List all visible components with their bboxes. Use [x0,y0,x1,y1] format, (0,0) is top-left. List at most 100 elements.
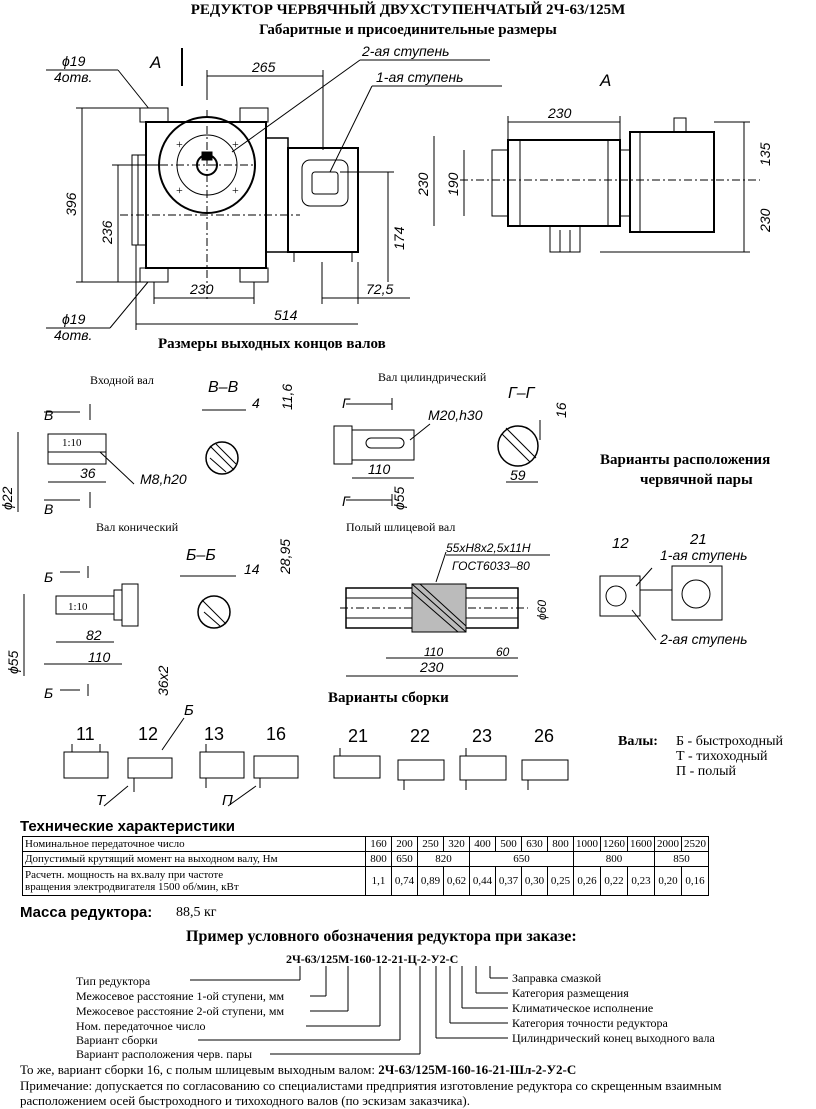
hole-bottom-count: 4отв. [54,327,92,343]
main-view-drawing: А ϕ19 4отв. + + + + 2-ая ступень 1-ая ст… [46,43,502,343]
power-cell: 0,16 [681,866,709,896]
order-left-label: Ном. передаточное число [76,1019,206,1033]
assembly-mark-b: Б [184,702,194,719]
input-section-label: В–В [208,379,239,396]
power-cell: 0,26 [573,866,601,896]
specs-table: Номинальное передаточное число 160 200 2… [22,836,709,896]
worm-variant-21: 21 [689,531,707,548]
cyl-cut-top: Г [342,395,351,411]
hollow-gost: ГОСТ6033–80 [452,559,530,573]
input-cut-bottom: В [44,501,53,517]
hollow-dim-230: 230 [419,659,444,675]
input-dim-11: 11,6 [279,384,295,410]
cyl-thread: M20,h30 [428,407,483,423]
cone-dim-55: ϕ55 [5,650,21,674]
specs-title: Технические характеристики [20,818,236,835]
shafts-title: Размеры выходных концов валов [158,336,386,352]
view-a-side-label: А [599,71,611,90]
power-cell: 0,44 [469,866,496,896]
assembly-variant-26: 26 [534,726,555,746]
order-example-code: 2Ч-63/125М-160-16-21-Шл-2-У2-С [378,1062,577,1077]
input-shaft-label: Входной вал [90,373,154,387]
shaft-p-legend: П - полый [676,764,736,779]
assembly-variant-12: 12 [138,724,159,744]
power-row-label: Расчетн. мощность на вх.валу при частоте… [22,866,366,896]
svg-text:+: + [232,183,239,197]
side-dim-230-top: 230 [547,105,572,121]
power-cell: 0,62 [443,866,470,896]
order-right-label: Заправка смазкой [512,971,602,985]
assembly-variant-21: 21 [348,726,369,746]
order-left-label: Межосевое расстояние 1-ой ступени, мм [76,989,285,1003]
order-left-label: Межосевое расстояние 2-ой ступени, мм [76,1004,285,1018]
assembly-variant-13: 13 [204,724,225,744]
input-thread: M8,h20 [140,471,187,487]
hollow-dim-60: ϕ60 [535,600,549,620]
side-dim-190: 190 [445,172,461,196]
cyl-dim-16: 16 [553,402,569,418]
ratio-cell: 1260 [600,836,628,852]
order-left-label: Вариант расположения черв. пары [76,1047,253,1061]
assembly-mark-p: П [222,792,233,809]
assembly-variant-16: 16 [266,724,287,744]
shaft-b-legend: Б - быстроходный [676,734,783,749]
mass-label: Масса редуктора: [20,904,153,921]
svg-text:+: + [176,183,183,197]
power-cell: 0,20 [654,866,682,896]
cone-dim-110: 110 [88,649,111,665]
worm-variants-title-1: Варианты расположения [600,452,771,468]
assembly-variant-23: 23 [472,726,493,746]
hole-top-count: 4отв. [54,69,92,85]
hole-bottom-diameter: ϕ19 [62,311,86,327]
cone-cut-bottom: Б [44,685,53,701]
hollow-spline: 55хН8х2,5х11Н [446,541,531,555]
cone-cut-top: Б [44,569,53,585]
cone-dim-82: 82 [86,627,102,643]
dim-72-5: 72,5 [366,281,393,297]
power-cell: 1,1 [365,866,392,896]
dim-396: 396 [63,192,79,216]
hollow-shaft-label: Полый шлицевой вал [346,520,456,534]
hollow-dim-60b: 60 [496,645,510,659]
cyl-shaft-label: Вал цилиндрический [378,370,487,384]
input-dim-36: 36 [80,465,96,481]
dim-236: 236 [99,220,115,245]
stage1-callout: 1-ая ступень [376,69,464,85]
cone-section-label: Б–Б [186,547,216,564]
order-title: Пример условного обозначения редуктора п… [186,928,577,945]
stage2-callout: 2-ая ступень [361,43,450,59]
ratio-cell: 250 [417,836,444,852]
note-line-2: расположением осей быстроходного и тихох… [20,1093,470,1108]
cone-shaft-label: Вал конический [96,520,179,534]
cone-dim-36: 36х2 [155,665,171,696]
cyl-dim-55: ϕ55 [391,486,407,510]
order-right-label: Цилиндрический конец выходного вала [512,1031,715,1045]
cone-taper: 1:10 [68,601,88,613]
input-cut-top: В [44,407,53,423]
view-a-label: А [149,53,161,72]
shaft-t-legend: Т - тихоходный [676,749,768,764]
document-subtitle: Габаритные и присоединительные размеры [259,22,557,38]
input-taper: 1:10 [62,437,82,449]
worm-variant-12: 12 [612,535,629,552]
assembly-title: Варианты сборки [328,690,449,706]
side-dim-230-left: 230 [415,172,431,197]
table-row: Расчетн. мощность на вх.валу при частоте… [22,866,709,896]
shafts-legend-label: Валы: [618,734,658,749]
cyl-dim-59: 59 [510,467,526,483]
cyl-section-label: Г–Г [508,385,536,402]
cyl-dim-110: 110 [368,461,391,477]
dim-230: 230 [189,281,214,297]
hollow-dim-110: 110 [424,645,443,659]
assembly-variant-11: 11 [76,724,95,744]
side-view-drawing: А 230 230 190 135 230 [415,71,773,253]
worm-variants-title-2: червячной пары [640,472,753,488]
order-right-label: Категория точности редуктора [512,1016,668,1030]
worm-stage1: 1-ая ступень [660,547,748,563]
dim-174: 174 [391,226,407,250]
order-code: 2Ч-63/125М-160-12-21-Ц-2-У2-С [286,952,459,966]
side-dim-230-right: 230 [757,208,773,233]
dim-514: 514 [274,307,298,323]
worm-variants-drawing: 12 21 1-ая ступень 2-ая ступень [599,531,748,647]
